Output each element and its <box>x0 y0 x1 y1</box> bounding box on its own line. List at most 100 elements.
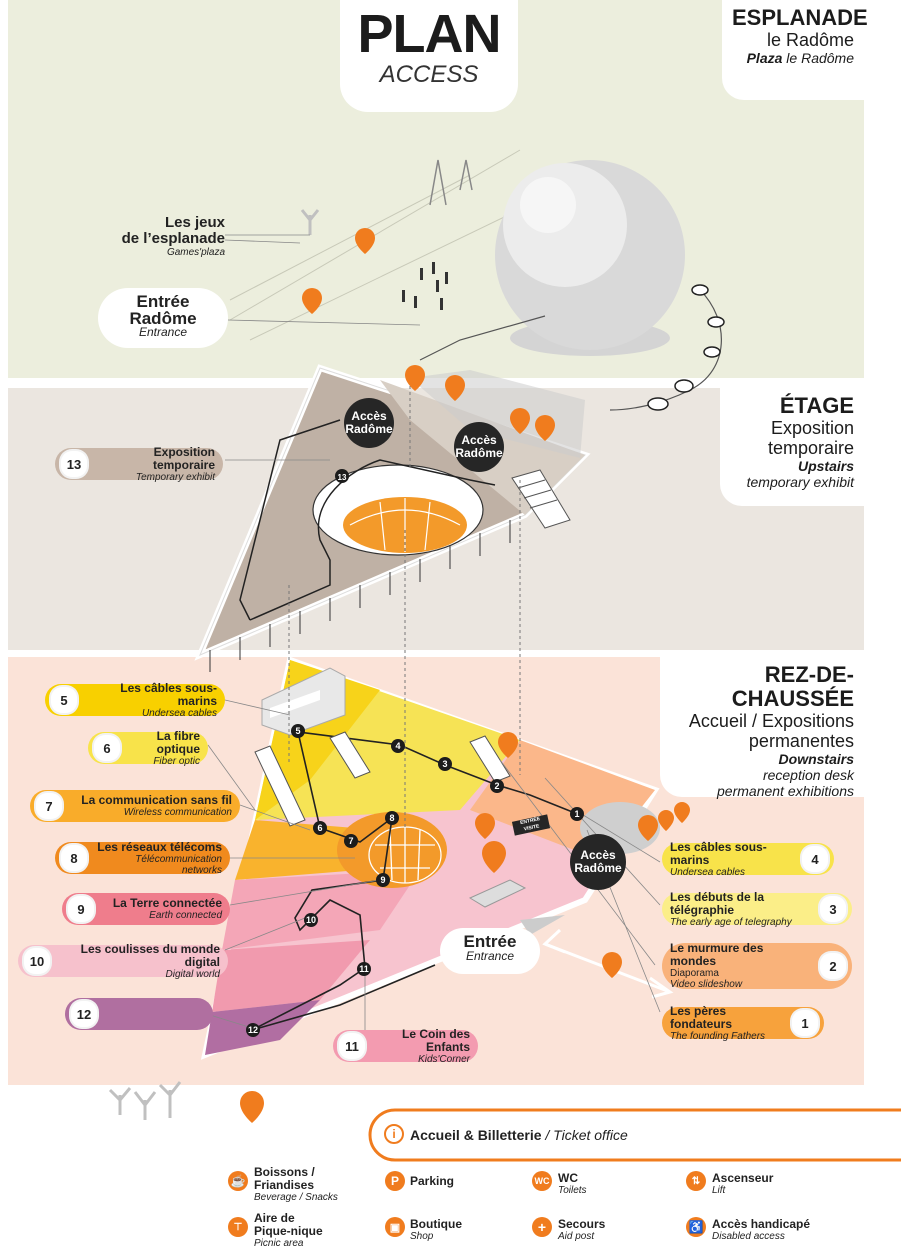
exhibit-3-en: The early age of telegraphy <box>670 916 792 928</box>
zone-esplanade-en: Plaza le Radôme <box>732 50 854 66</box>
svg-text:6: 6 <box>317 823 322 833</box>
exhibit-11-number: 11 <box>337 1031 367 1061</box>
svg-text:12: 12 <box>248 1025 258 1035</box>
pylons <box>429 159 473 206</box>
rotation-markers <box>647 284 725 411</box>
radome-entrance-fr1: Entrée <box>136 292 190 311</box>
legend-lift-fr: Ascenseur <box>712 1171 774 1185</box>
zone-etage-line1: Exposition <box>770 418 854 438</box>
access-circle-1-l2: Radôme <box>345 422 393 436</box>
exhibit-10-en: Digital world <box>165 968 220 980</box>
plan-title-box: PLAN ACCESS <box>340 0 518 112</box>
zone-rdc-line1: Accueil / Expositions <box>688 711 854 731</box>
zone-rdc-en-bold: Downstairs <box>778 751 854 767</box>
legend-ticket-office-en: / Ticket office <box>545 1127 628 1143</box>
legend-picnic-fr: Aire de <box>254 1211 295 1225</box>
exhibit-9-number: 9 <box>66 894 96 924</box>
games-plaza-en: Games'plaza <box>166 247 225 258</box>
zone-esplanade-header: ESPLANADE le Radôme Plaza le Radôme <box>722 0 868 100</box>
info-icon: i <box>384 1124 404 1144</box>
legend-shop-en: Shop <box>410 1231 434 1242</box>
legend-lift: Ascenseur Lift <box>712 1171 774 1197</box>
zone-esplanade-en-bold: Plaza <box>746 50 783 66</box>
legend-ticket-office: Accueil & Billetterie / Ticket office <box>410 1127 628 1143</box>
games-plaza-fr1: Les jeux <box>164 214 225 231</box>
main-entrance-label[interactable]: Entrée Entrance <box>440 928 540 974</box>
legend-picnic-en: Picnic area <box>254 1238 304 1249</box>
wc-icon: WC <box>532 1171 552 1191</box>
exhibit-6-number: 6 <box>92 733 122 763</box>
legend-beverage-fr: Boissons / <box>254 1165 315 1179</box>
legend-disabled-access: Accès handicapé Disabled access <box>712 1217 811 1243</box>
svg-text:8: 8 <box>389 813 394 823</box>
legend-ticket-office-fr: Accueil & Billetterie <box>410 1127 542 1143</box>
exhibit-9-fr: La Terre connectée <box>112 896 222 910</box>
exhibit-1-en: The founding Fathers <box>670 1030 766 1042</box>
legend-aid-en: Aid post <box>558 1231 595 1242</box>
main-entrance-en: Entrance <box>465 949 515 963</box>
shop-icon: ▣ <box>385 1217 405 1237</box>
zone-esplanade-en-text: le Radôme <box>786 50 854 66</box>
zone-rdc-en1: reception desk <box>762 767 854 783</box>
exhibit-5-fr: Les câbles sous-marins <box>120 680 217 708</box>
exhibit-8-fr: Les réseaux télécoms <box>97 839 222 854</box>
access-circle-3-l2: Radôme <box>574 861 622 875</box>
exhibit-8-number: 8 <box>59 843 89 873</box>
exhibit-5-en: Undersea cables <box>141 707 217 719</box>
access-circle-2-l2: Radôme <box>455 446 503 460</box>
route-stops: 1 2 3 4 5 6 7 8 9 10 11 12 <box>246 724 584 1037</box>
legend-disabled-access-fr: Accès handicapé <box>712 1217 811 1231</box>
svg-text:7: 7 <box>348 836 353 846</box>
exhibit-4-number: 4 <box>800 844 830 874</box>
legend-parking: Parking <box>410 1175 454 1188</box>
exhibit-11-en: Kids'Corner <box>418 1053 470 1065</box>
exhibit-10-fr: Les coulisses du monde digital <box>80 941 220 969</box>
radome-entrance-label[interactable]: Entrée Radôme Entrance <box>98 288 228 348</box>
exhibit-9-en: Earth connected <box>149 910 222 921</box>
exhibit-2-fr2: Diaporama <box>670 968 719 979</box>
exhibit-4-fr: Les câbles sous-marins <box>670 839 767 867</box>
zone-etage-title: ÉTAGE <box>779 393 854 418</box>
radome-entrance-en: Entrance <box>138 325 188 339</box>
exhibit-6-fr: La fibre optique <box>156 728 200 756</box>
aid-icon: + <box>532 1217 552 1237</box>
exhibit-12-number: 12 <box>69 999 99 1029</box>
ground-floor <box>200 380 674 1060</box>
lift-icon: ⇅ <box>686 1171 706 1191</box>
plan-subtitle: ACCESS <box>379 61 479 88</box>
picnic-icon: ⊤ <box>228 1217 248 1237</box>
exhibit-10-number: 10 <box>22 946 52 976</box>
exhibit-6-en: Fiber optic <box>153 755 200 767</box>
legend-disabled-access-en: Disabled access <box>712 1231 785 1242</box>
games-plaza-fr2: de l’esplanade <box>121 230 225 247</box>
legend-frame <box>368 1108 901 1162</box>
map-pins <box>240 228 690 1123</box>
svg-text:9: 9 <box>380 875 385 885</box>
exhibit-13-number: 13 <box>59 449 89 479</box>
exhibit-7-fr: La communication sans fil <box>81 793 232 807</box>
exhibit-12[interactable]: 12 <box>65 998 213 1030</box>
reception-building <box>261 667 346 736</box>
zone-etage-header: ÉTAGE Exposition temporaire Upstairs tem… <box>720 388 864 506</box>
radome-entrance-fr2: Radôme <box>129 309 197 328</box>
access-circle-3-l1: Accès <box>580 848 616 862</box>
legend-picnic-fr2: Pique-nique <box>254 1224 323 1238</box>
legend-aid-fr: Secours <box>558 1217 606 1231</box>
exhibit-5-number: 5 <box>49 685 79 715</box>
games-plaza-label[interactable]: Les jeux de l’esplanade Games'plaza <box>100 214 225 259</box>
